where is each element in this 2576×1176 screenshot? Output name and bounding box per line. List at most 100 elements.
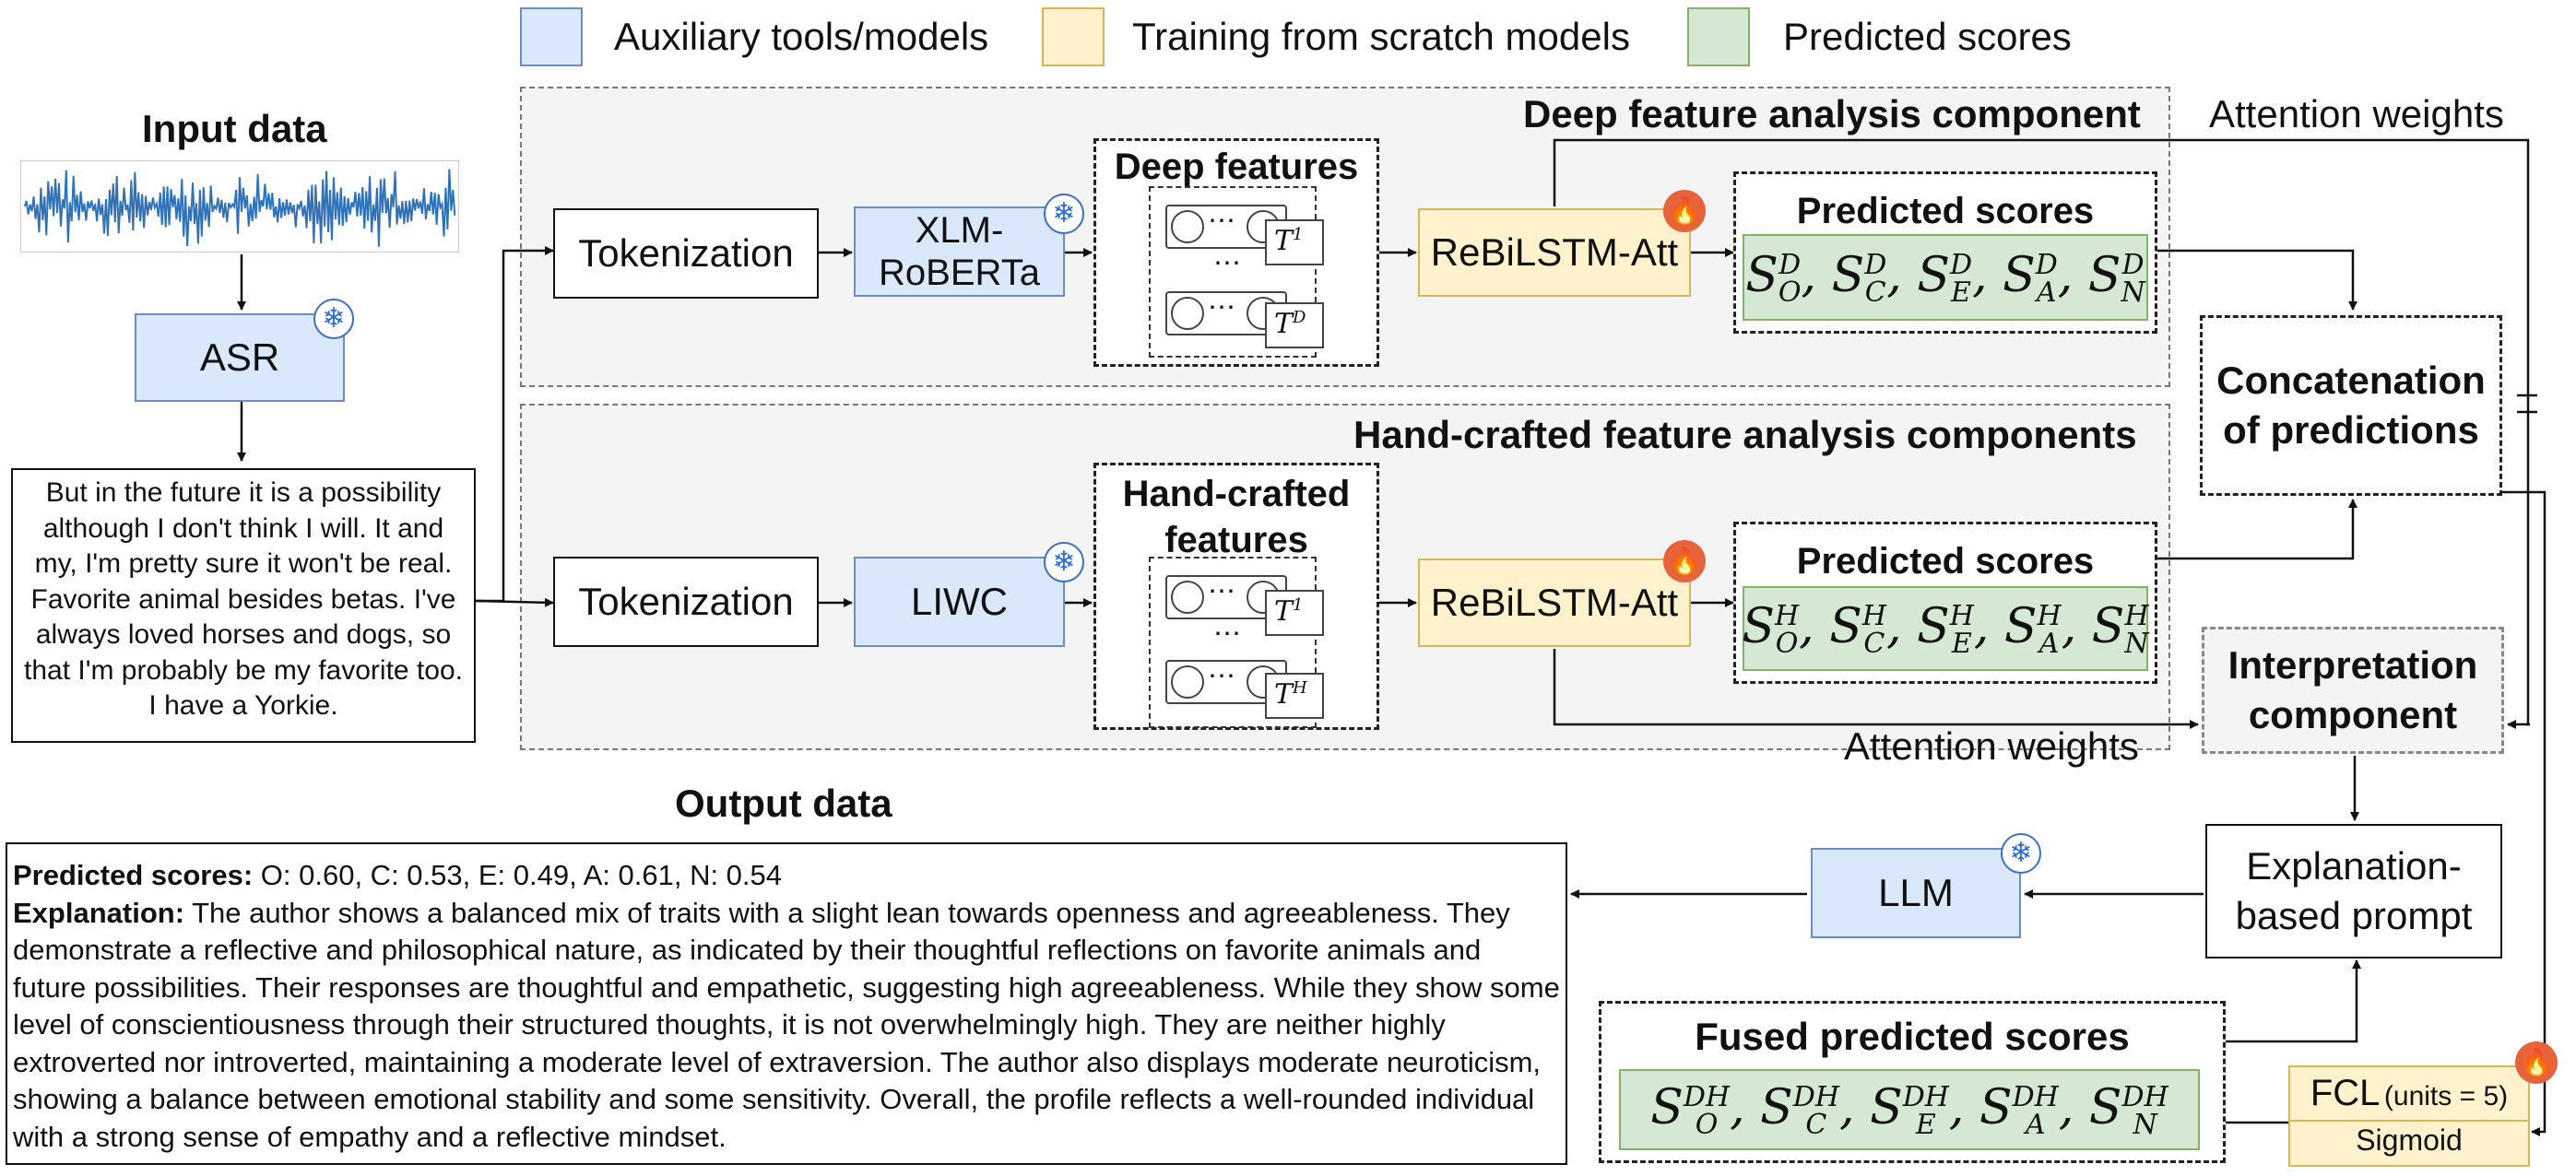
score-subscript: N	[2124, 627, 2149, 660]
embedding-unit	[1171, 210, 1204, 243]
hand-attention-label: Attention weights	[1844, 724, 2139, 768]
ellipsis-icon: ⋯	[1208, 206, 1235, 236]
snowflake-icon: ❄	[1044, 542, 1084, 582]
liwc-box: LIWC	[854, 557, 1065, 647]
deep-scores-title: Predicted scores	[1796, 191, 2095, 231]
llm-label: LLM	[1878, 871, 1954, 914]
interpretation-line1: Interpretation	[2227, 643, 2478, 687]
hand-features-title: Hand-crafted features	[1096, 471, 1377, 563]
token-label-last: TD	[1265, 302, 1324, 348]
deep-rebilstm-box: ReBiLSTM-Att	[1418, 208, 1691, 297]
snowflake-icon: ❄	[313, 299, 354, 339]
score-subscript: N	[2121, 276, 2145, 309]
concatenation-line2: of predictions	[2223, 408, 2479, 452]
score-superscript: D	[1949, 248, 1973, 281]
deep-features-title: Deep features	[1114, 147, 1359, 187]
snowflake-icon: ❄	[2001, 833, 2041, 874]
token-label-first: T1	[1265, 219, 1324, 265]
xlm-roberta-line1: XLM-	[915, 210, 1004, 251]
hand-tokenization-label: Tokenization	[578, 580, 794, 623]
prompt-line1: Explanation-	[2246, 844, 2462, 888]
score-superscript: D	[1778, 248, 1802, 281]
fused-scores-title: Fused predicted scores	[1695, 1015, 2130, 1058]
xlm-roberta-box: XLM- RoBERTa	[854, 206, 1065, 297]
ellipsis-icon: ⋯	[1208, 576, 1235, 606]
hand-rebilstm-label: ReBiLSTM-Att	[1430, 581, 1679, 624]
asr-label: ASR	[199, 335, 280, 379]
transcript-text: But in the future it is a possibility al…	[24, 477, 463, 721]
deep-token-stack	[1149, 186, 1317, 358]
concatenation-box: Concatenation of predictions	[2200, 315, 2502, 496]
hand-scores-title: Predicted scores	[1796, 541, 2095, 582]
output-scores-label: Predicted scores:	[13, 859, 254, 891]
fcl-units: (units = 5)	[2383, 1081, 2509, 1111]
score-superscript: DH	[2012, 1080, 2059, 1113]
legend-label-predicted: Predicted scores	[1783, 15, 2072, 58]
score-subscript: C	[1864, 276, 1886, 309]
score-subscript: E	[1951, 627, 1972, 660]
score-superscript: H	[1861, 599, 1886, 632]
score-subscript: O	[1695, 1108, 1719, 1141]
fcl-box: FCL (units = 5) Sigmoid	[2288, 1065, 2530, 1167]
llm-box: LLM	[1811, 848, 2021, 938]
deep-rebilstm-label: ReBiLSTM-Att	[1430, 230, 1679, 274]
score-subscript: A	[2036, 276, 2057, 309]
score-superscript: DH	[2121, 1080, 2168, 1113]
ellipsis-icon: ⋯	[1208, 661, 1235, 691]
score-superscript: DH	[1792, 1080, 1840, 1113]
hand-tokenization-box: Tokenization	[553, 557, 819, 647]
audio-waveform	[20, 160, 459, 253]
transcript-box: But in the future it is a possibility al…	[11, 468, 476, 743]
deep-attention-label: Attention weights	[2209, 92, 2504, 135]
score-subscript: A	[2038, 627, 2060, 660]
output-scores-value: O: 0.60, C: 0.53, E: 0.49, A: 0.61, N: 0…	[253, 859, 783, 891]
output-explanation-label: Explanation:	[13, 896, 185, 929]
deep-tokenization-box: Tokenization	[553, 208, 819, 299]
legend-label-scratch: Training from scratch models	[1132, 15, 1630, 58]
score-superscript: DH	[1683, 1080, 1731, 1113]
embedding-unit	[1171, 581, 1204, 614]
score-superscript: H	[1774, 599, 1800, 632]
score-superscript: D	[2121, 248, 2145, 281]
score-subscript: N	[2133, 1108, 2157, 1141]
score-subscript: E	[1915, 1108, 1936, 1141]
output-explanation: Explanation: The author shows a balanced…	[13, 895, 1562, 1157]
token-index-first: 1	[1293, 595, 1304, 615]
fcl-label: FCL	[2310, 1073, 2381, 1113]
deep-tokenization-label: Tokenization	[578, 231, 794, 275]
interpretation-line2: component	[2248, 693, 2458, 736]
fcl-activation: Sigmoid	[2356, 1123, 2463, 1157]
prompt-box: Explanation- based prompt	[2205, 824, 2502, 958]
fcl-title: FCL (units = 5)	[2290, 1073, 2528, 1114]
flame-icon: 🔥	[2515, 1041, 2558, 1084]
vertical-ellipsis-icon: ⋯	[1213, 248, 1241, 278]
output-explanation-text: The author shows a balanced mix of trait…	[13, 896, 1560, 1153]
token-label-first: T1	[1265, 590, 1324, 636]
hand-features-title-line1: Hand-crafted	[1122, 474, 1351, 514]
score-subscript: C	[1805, 1108, 1827, 1141]
snowflake-icon: ❄	[1044, 194, 1084, 234]
score-subscript: O	[1775, 627, 1799, 660]
score-subscript: E	[1951, 276, 1971, 309]
ellipsis-icon: ⋯	[1208, 292, 1235, 323]
hand-features-title-line2: features	[1164, 520, 1308, 560]
score-superscript: D	[2035, 248, 2058, 281]
score-superscript: H	[2037, 599, 2062, 632]
score-superscript: H	[1949, 599, 1974, 632]
